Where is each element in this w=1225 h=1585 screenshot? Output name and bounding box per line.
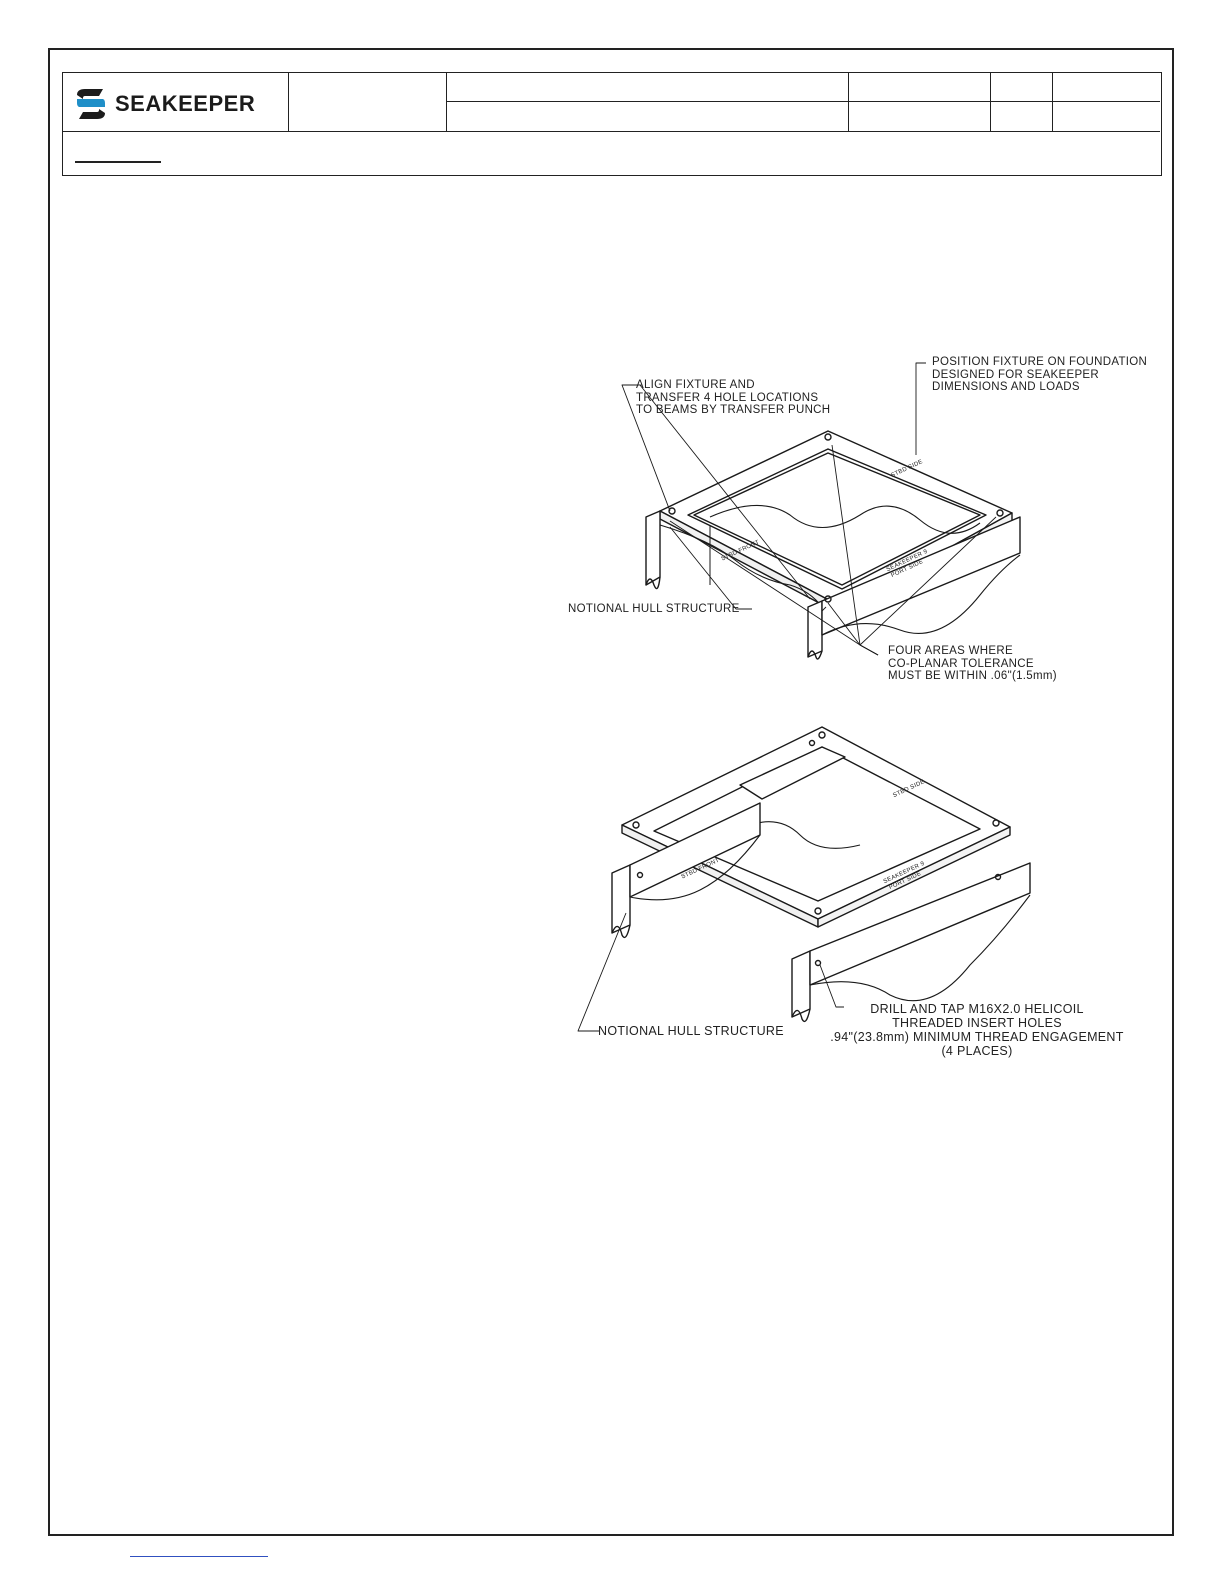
hull-beam-right-upper [807, 600, 823, 658]
hull-beam-left-lower [611, 864, 631, 934]
title-block: SEAKEEPER [62, 72, 1162, 176]
title-cell-2 [289, 73, 447, 131]
title-cell-3 [447, 73, 849, 131]
page-border [48, 48, 1174, 1536]
brand-name: SEAKEEPER [115, 91, 256, 116]
callout-line: DESIGNED FOR SEAKEEPER [932, 368, 1099, 381]
title-cell-5 [991, 73, 1053, 131]
callout-align-fixture: ALIGN FIXTURE AND TRANSFER 4 HOLE LOCATI… [636, 379, 830, 417]
callout-four-areas: FOUR AREAS WHERE CO-PLANAR TOLERANCE MUS… [888, 645, 1057, 683]
note-underline [75, 161, 161, 163]
drawing-area: STBD SIDE STBD FRONT STBD SIDE STBD FRON… [560, 345, 1160, 1085]
callout-line: DRILL AND TAP M16X2.0 HELICOIL [870, 1002, 1084, 1016]
seakeeper-mark-icon [77, 89, 105, 119]
callout-line: POSITION FIXTURE ON FOUNDATION [932, 356, 1148, 368]
title-cell-4 [849, 73, 991, 131]
callout-line: .94"(23.8mm) MINIMUM THREAD ENGAGEMENT [830, 1030, 1124, 1044]
fixture-illustration [577, 362, 1031, 1032]
callout-notional-hull-lower: NOTIONAL HULL STRUCTURE [598, 1024, 784, 1038]
callout-line: ALIGN FIXTURE AND [636, 379, 755, 391]
callout-line: DIMENSIONS AND LOADS [932, 381, 1080, 393]
callout-line: (4 PLACES) [941, 1044, 1013, 1058]
title-block-divider [63, 131, 1160, 132]
title-block-subdivider [447, 101, 1160, 102]
hull-beam-left-upper [645, 510, 661, 586]
seakeeper-logo: SEAKEEPER [73, 87, 283, 121]
callout-line: FOUR AREAS WHERE [888, 645, 1013, 657]
logo-cell: SEAKEEPER [63, 73, 289, 131]
callout-notional-hull-upper: NOTIONAL HULL STRUCTURE [568, 603, 740, 615]
callout-line: TRANSFER 4 HOLE LOCATIONS [636, 391, 819, 404]
callout-line: TO BEAMS BY TRANSFER PUNCH [636, 404, 831, 416]
callout-position-fixture: POSITION FIXTURE ON FOUNDATION DESIGNED … [932, 356, 1147, 394]
callout-line: THREADED INSERT HOLES [892, 1016, 1062, 1030]
callout-line: MUST BE WITHIN .06"(1.5mm) [888, 670, 1057, 682]
callout-drill-tap: DRILL AND TAP M16X2.0 HELICOIL THREADED … [812, 1002, 1142, 1058]
callout-line: CO-PLANAR TOLERANCE [888, 657, 1034, 670]
footer-link-underline [130, 1556, 268, 1557]
hull-beam-right-lower [791, 950, 811, 1018]
